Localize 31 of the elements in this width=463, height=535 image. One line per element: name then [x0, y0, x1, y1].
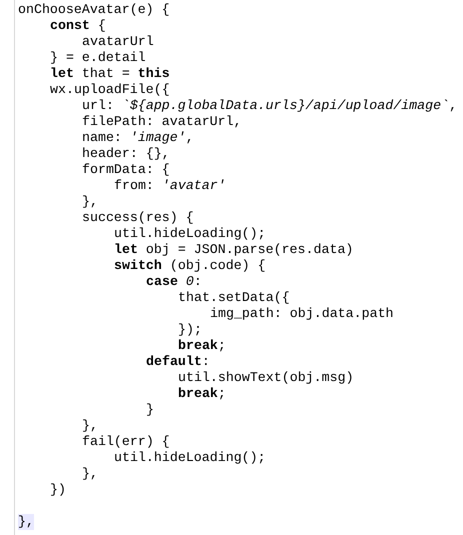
- code-line: success(res) {: [82, 210, 194, 226]
- code-line: that.setData({: [178, 290, 290, 306]
- code-line: fail(err) {: [82, 434, 170, 450]
- code-line: },: [82, 194, 98, 210]
- code-line: },: [82, 466, 98, 482]
- code-line: let obj = JSON.parse(res.data): [114, 242, 354, 258]
- code-line: from: 'avatar': [114, 178, 226, 194]
- code-line: wx.uploadFile({: [50, 82, 170, 98]
- code-line: util.hideLoading();: [114, 226, 266, 242]
- code-line: case 0:: [146, 274, 202, 290]
- code-line: header: {},: [82, 146, 170, 162]
- code-line: name: 'image',: [82, 130, 194, 146]
- code-line: url: `${app.globalData.urls}/api/upload/image`,: [82, 98, 458, 114]
- code-line: onChooseAvatar(e) {: [18, 2, 170, 18]
- code-line: avatarUrl: [82, 34, 154, 50]
- code-line: });: [178, 322, 202, 338]
- code-line: } = e.detail: [50, 50, 146, 66]
- code-line: filePath: avatarUrl,: [82, 114, 242, 130]
- code-line: break;: [178, 338, 226, 354]
- code-line: const {: [50, 18, 106, 34]
- code-line: break;: [178, 386, 226, 402]
- code-line: switch (obj.code) {: [114, 258, 266, 274]
- code-line: }: [146, 402, 154, 418]
- code-line: let that = this: [50, 66, 170, 82]
- code-line: img_path: obj.data.path: [210, 306, 394, 322]
- code-line: }): [50, 482, 66, 498]
- code-line: default:: [146, 354, 210, 370]
- code-line: util.hideLoading();: [114, 450, 266, 466]
- code-line: },: [82, 418, 98, 434]
- code-line: util.showText(obj.msg): [178, 370, 354, 386]
- code-line: formData: {: [82, 162, 170, 178]
